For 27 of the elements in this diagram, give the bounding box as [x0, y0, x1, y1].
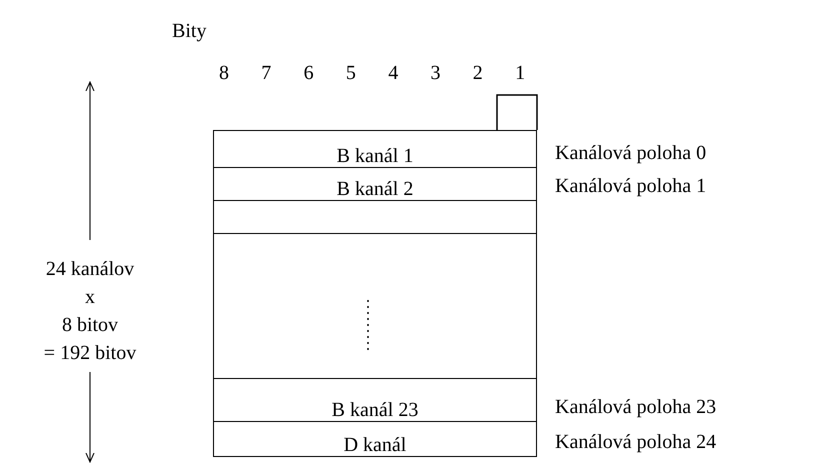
channel-row	[213, 421, 537, 457]
dimension-text: = 192 bitov	[42, 342, 138, 364]
position-label: Kanálová poloha 24	[555, 431, 716, 453]
bit-number: 7	[261, 62, 272, 84]
bit-number: 5	[346, 62, 356, 84]
bit-number: 3	[430, 62, 440, 84]
bit-number: 2	[472, 62, 483, 84]
bit-number: 4	[388, 62, 398, 84]
bit-number: 1	[515, 62, 526, 84]
bit-number: 6	[304, 62, 314, 84]
dimension-text: x	[84, 286, 96, 308]
bit-number: 8	[219, 62, 229, 84]
channel-row	[213, 167, 537, 201]
empty-row	[213, 200, 537, 234]
position-label: Kanálová poloha 23	[555, 396, 716, 418]
channel-row	[213, 378, 537, 422]
position-label: Kanálová poloha 1	[555, 175, 706, 197]
axis-title: Bity	[172, 20, 206, 42]
dimension-text: 8 bitov	[60, 314, 120, 336]
channel-label: D kanál	[342, 434, 408, 456]
channel-row	[213, 130, 537, 168]
channel-label: B kanál 23	[330, 399, 420, 421]
empty-row	[213, 233, 537, 379]
channel-label: B kanál 2	[336, 178, 414, 200]
position-label: Kanálová poloha 0	[555, 142, 706, 164]
channel-label: B kanál 1	[336, 145, 414, 167]
dimension-text: 24 kanálov	[44, 258, 136, 280]
